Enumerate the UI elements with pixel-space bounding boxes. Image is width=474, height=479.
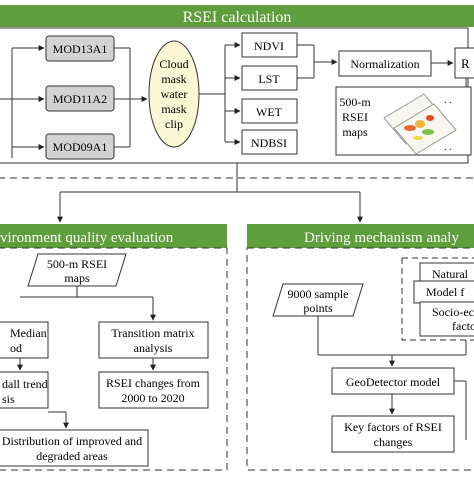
rsei-map-thumbnails: . . . . [383,93,457,155]
socio-label-2: facto [452,319,474,333]
samples-label-2: points [303,301,333,315]
trend-label-2: sis [2,392,15,406]
evaluation-banner [0,224,227,248]
distribution-label-1: Distribution of improved and [2,434,142,448]
socio-label-1: Socio-ec [432,305,474,319]
geodetector-box [331,367,455,395]
changes-box [98,371,209,409]
map-hotspot-3 [426,115,434,121]
input-label-mod13a1: MOD13A1 [53,42,108,56]
normalization-label: Normalization [350,57,419,71]
index-box-ndvi [241,32,298,58]
map-hotspot-1 [404,125,416,131]
index-label-lst: LST [258,72,280,86]
map-ellipsis-1: . . [444,95,452,106]
rsei-maps-label-3: maps [342,125,368,139]
processing-line-2: mask [161,72,186,86]
model-label: Model f [426,285,464,299]
key-factors-box [331,415,455,453]
geodetector-label: GeoDetector model [346,375,441,389]
distribution-label-2: degraded areas [36,449,108,463]
factors-frame [401,257,474,341]
index-box-wet [241,98,298,124]
median-box [0,321,49,359]
processing-line-1: Cloud [159,57,188,71]
transition-box [98,321,209,359]
key-factors-label-2: changes [374,435,413,449]
median-label-1: Median [10,326,47,340]
changes-label-2: 2000 to 2020 [121,391,184,405]
eval-maps-parallelogram [27,253,127,287]
processing-line-3: water [161,87,188,101]
index-label-wet: WET [256,105,283,119]
median-label-2: od [10,341,22,355]
map-hotspot-4 [422,129,434,135]
rsei-box-partial [454,47,474,79]
evaluation-banner-title: vironment quality evaluation [0,230,174,246]
trend-label-1: dall trend [2,377,48,391]
map-hotspot-5 [413,136,423,140]
map-hotspot-2 [415,120,425,128]
rsei-maps-label-2: RSEI [342,110,368,124]
driving-banner [247,224,474,248]
index-box-ndbsi [241,129,298,155]
input-label-mod09a1: MOD09A1 [53,140,108,154]
socio-box [419,301,474,337]
input-label-mod11a2: MOD11A2 [53,92,107,106]
map-ellipsis-2: . . [444,142,452,153]
processing-line-4: mask [161,102,186,116]
index-label-ndbsi: NDBSI [251,136,287,150]
rsei-maps-label-1: 500-m [339,95,371,109]
evaluation-frame [0,247,228,471]
top-banner-title: RSEI calculation [183,9,292,26]
natural-label: Natural [432,267,469,281]
transition-label-2: analysis [134,341,173,355]
driving-banner-title: Driving mechanism analy [304,230,459,246]
top-banner [0,5,474,27]
transition-label-1: Transition matrix [111,326,194,340]
key-factors-label-1: Key factors of RSEI [344,420,442,434]
map-thumb-2 [393,103,457,155]
changes-label-1: RSEI changes from [106,376,201,390]
eval-maps-label-2: maps [64,271,90,285]
processing-line-5: clip [165,117,183,131]
rsei-box-label: R [461,56,470,71]
eval-maps-label-1: 500-m RSEI [47,257,107,271]
samples-label-1: 9000 sample [288,287,349,301]
index-label-ndvi: NDVI [254,39,284,53]
driving-frame [246,247,474,471]
samples-parallelogram [272,283,364,317]
trend-box [0,371,49,409]
distribution-box [0,429,149,467]
